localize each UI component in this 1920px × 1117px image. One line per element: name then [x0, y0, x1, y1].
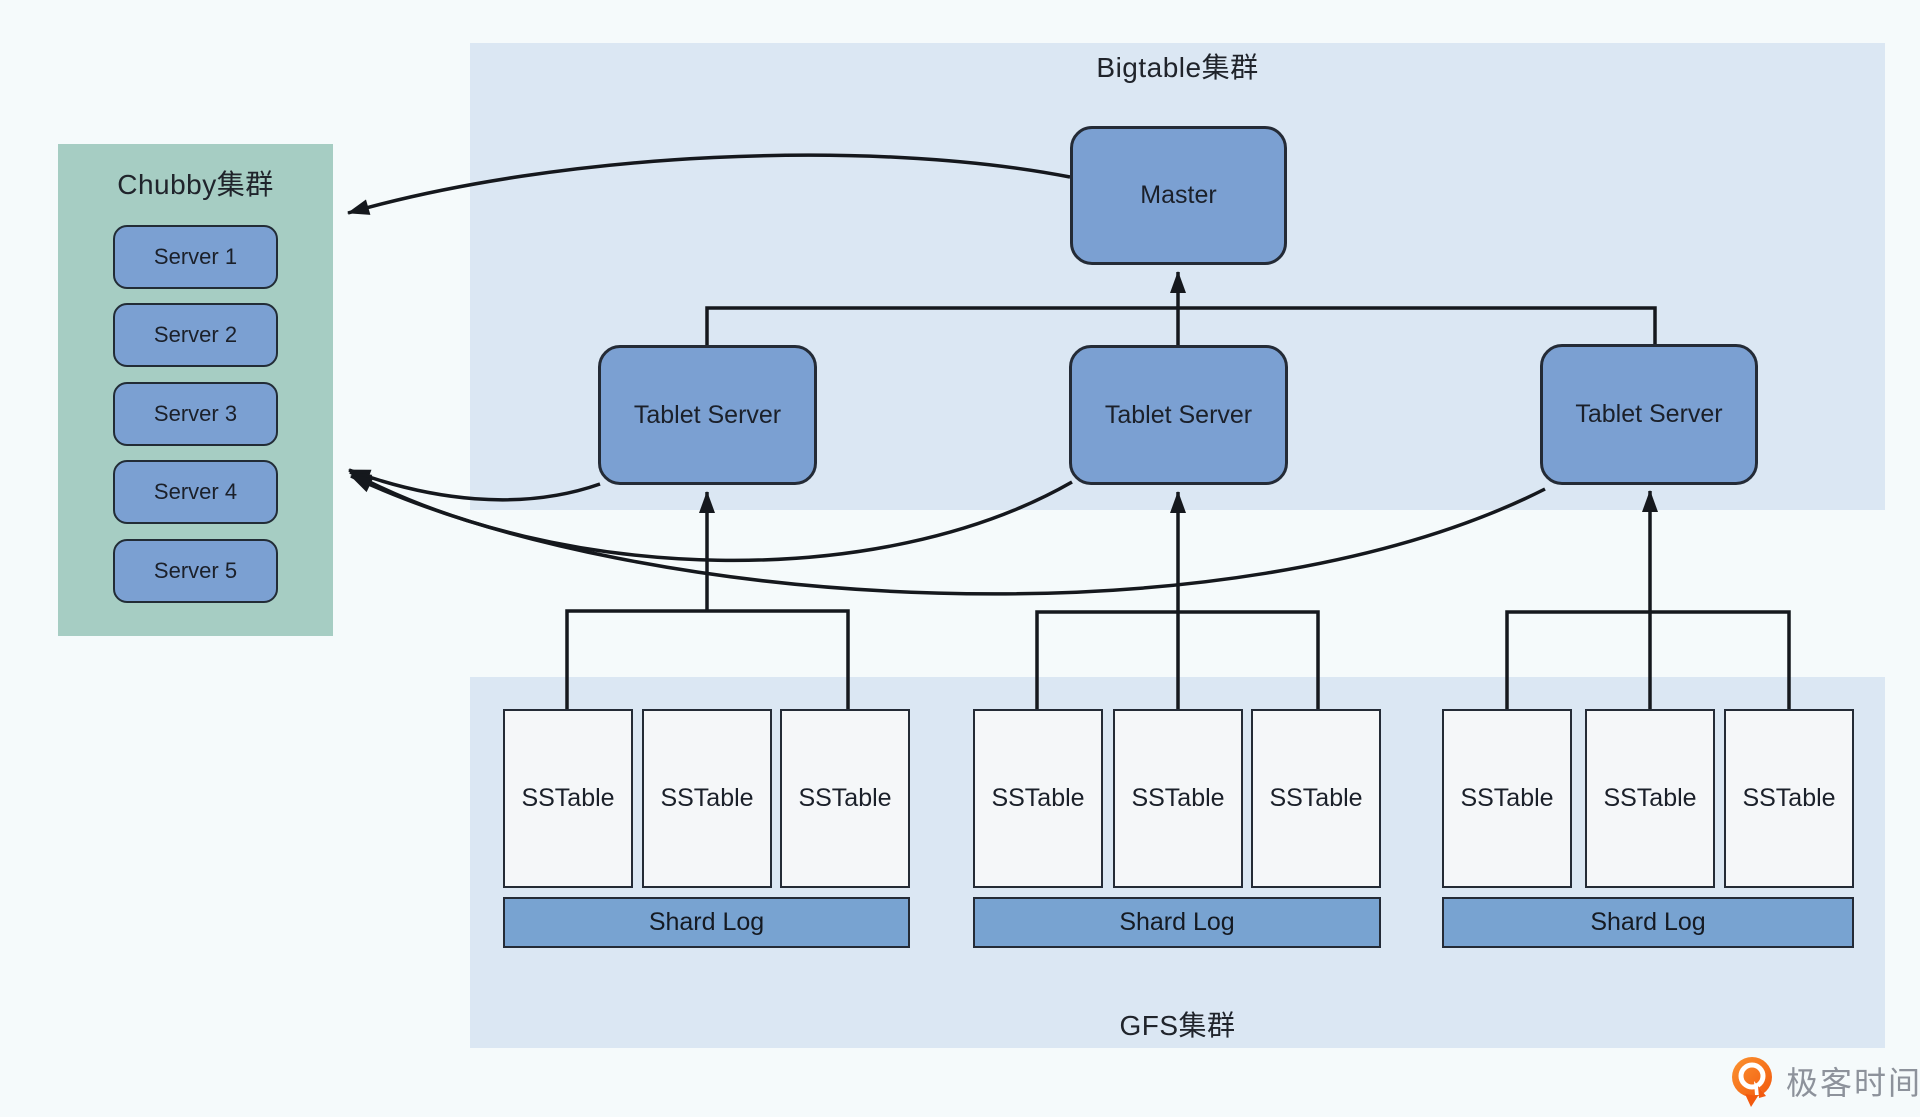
sstable-box-6: SSTable — [1251, 709, 1381, 888]
sstable-label: SSTable — [521, 784, 615, 812]
sstable-label: SSTable — [991, 784, 1085, 812]
server-box-4: Server 4 — [113, 460, 278, 524]
server-box-3: Server 3 — [113, 382, 278, 446]
sstable-label: SSTable — [1460, 784, 1554, 812]
server-box-1: Server 1 — [113, 225, 278, 289]
master-label: Master — [1140, 181, 1217, 209]
sstable-label: SSTable — [1603, 784, 1697, 812]
geektime-logo-text: 极客时间 — [1786, 1065, 1920, 1101]
sstable-label: SSTable — [1269, 784, 1363, 812]
master-node: Master — [1070, 126, 1287, 265]
sstable-label: SSTable — [798, 784, 892, 812]
sstable-box-3: SSTable — [780, 709, 910, 888]
tablet-server-label: Tablet Server — [633, 400, 782, 429]
sstable-label: SSTable — [1742, 784, 1836, 812]
server-label: Server 4 — [153, 479, 238, 504]
sstable-label: SSTable — [660, 784, 754, 812]
tablet-server-label: Tablet Server — [1575, 400, 1723, 428]
server-label: Server 1 — [153, 244, 238, 269]
geektime-pin-icon — [1732, 1057, 1772, 1107]
shard-log-bar-1: Shard Log — [503, 897, 910, 948]
server-label: Server 3 — [153, 401, 238, 426]
server-label: Server 5 — [153, 558, 238, 583]
tablet-server-node-3: Tablet Server — [1540, 344, 1758, 485]
tablet-server-label: Tablet Server — [1104, 400, 1253, 429]
tablet-server-node-2: Tablet Server — [1069, 345, 1288, 485]
shard-log-bar-3: Shard Log — [1442, 897, 1854, 948]
chubby-title: Chubby集群 — [117, 169, 274, 200]
shard-log-label: Shard Log — [1119, 908, 1235, 936]
tablet-server-node-1: Tablet Server — [598, 345, 817, 485]
server-box-5: Server 5 — [113, 539, 278, 603]
sstable-box-2: SSTable — [642, 709, 772, 888]
bigtable-title: Bigtable集群 — [1096, 52, 1259, 83]
geektime-logo: 极客时间 — [1728, 1054, 1920, 1108]
shard-log-bar-2: Shard Log — [973, 897, 1381, 948]
sstable-box-5: SSTable — [1113, 709, 1243, 888]
sstable-box-4: SSTable — [973, 709, 1103, 888]
sstable-box-1: SSTable — [503, 709, 633, 888]
sstable-box-9: SSTable — [1724, 709, 1854, 888]
server-label: Server 2 — [153, 322, 238, 347]
sstable-box-7: SSTable — [1442, 709, 1572, 888]
gfs-title: GFS集群 — [1119, 1010, 1236, 1041]
shard-log-label: Shard Log — [1590, 908, 1706, 936]
sstable-label: SSTable — [1131, 784, 1225, 812]
server-box-2: Server 2 — [113, 303, 278, 367]
sstable-box-8: SSTable — [1585, 709, 1715, 888]
shard-log-label: Shard Log — [648, 908, 765, 936]
